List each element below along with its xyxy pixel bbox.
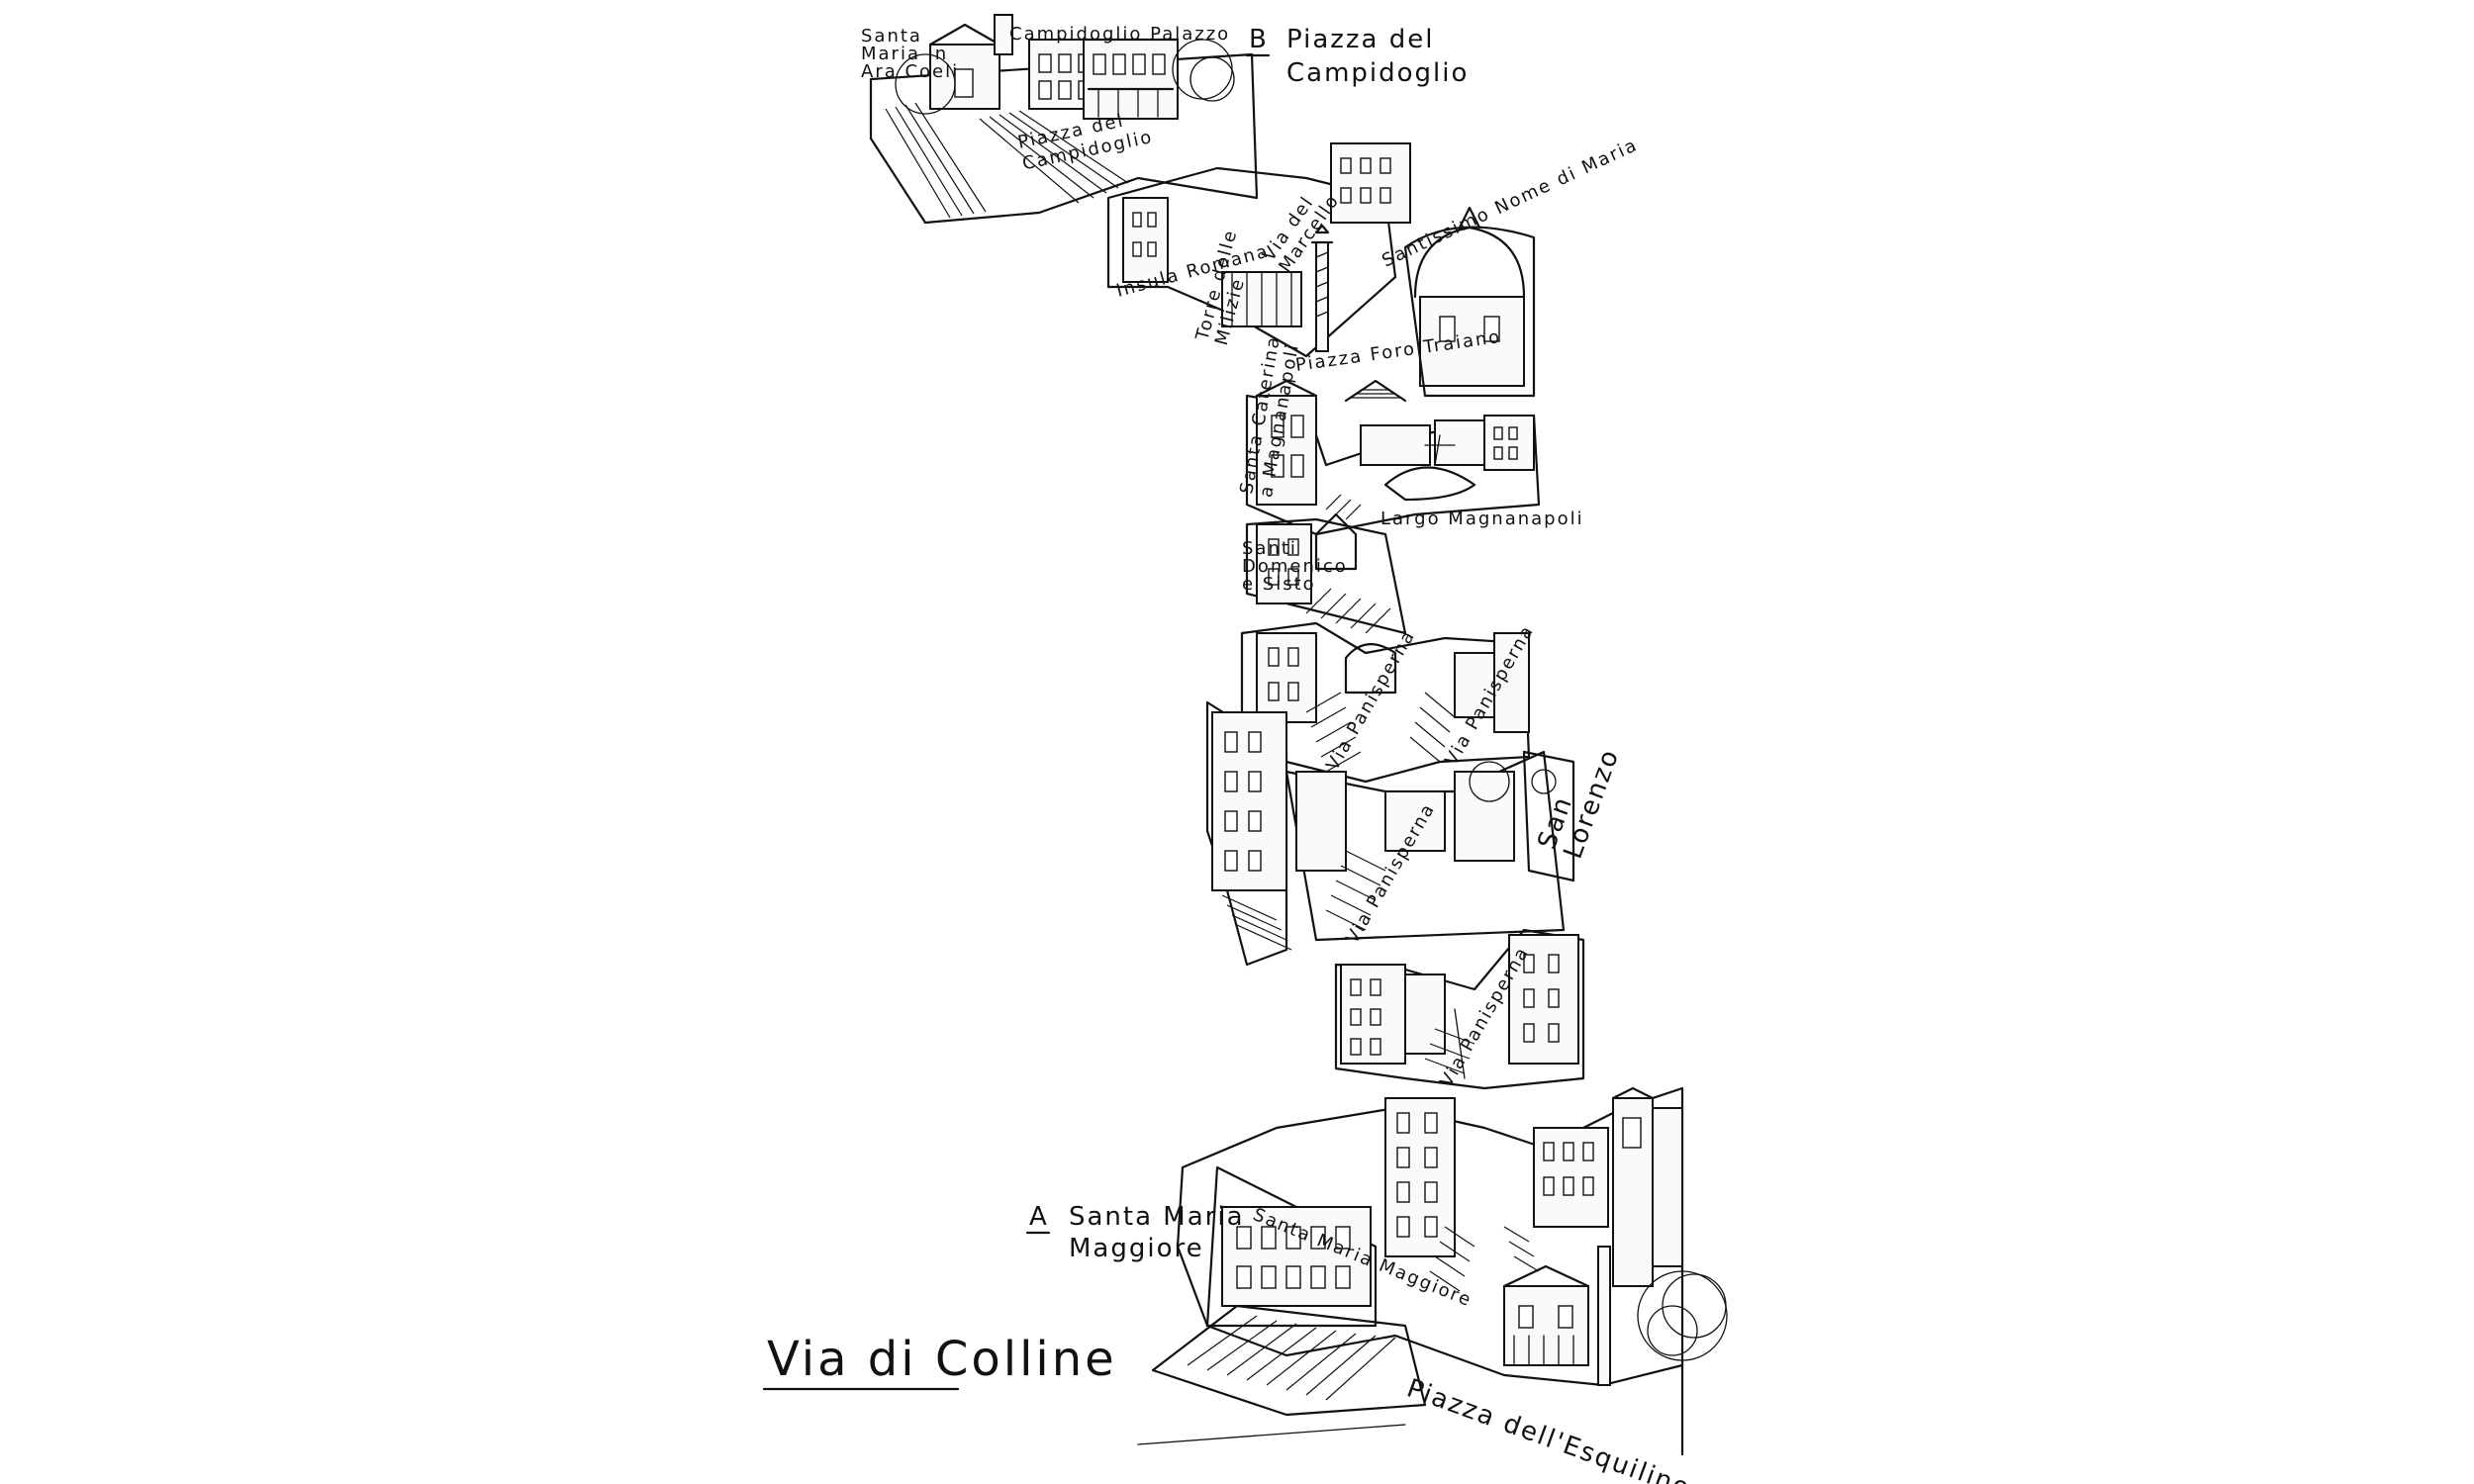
label-panisperna-1: Via Panisperna <box>1322 626 1419 775</box>
panel-foro-traiano <box>1106 142 1536 398</box>
panel-domenico-sisto <box>1245 512 1407 635</box>
label-campidoglio-top: Campidoglio Palazzo <box>1009 24 1230 45</box>
start-marker-line-1: Santa Maria <box>1069 1202 1245 1232</box>
panel-panisperna-san-lorenzo <box>1205 700 1575 967</box>
end-marker-line-1: Piazza del <box>1286 25 1434 54</box>
label-piazza-esquilino: Piazza dell'Esquilino <box>1403 1373 1695 1484</box>
panel-panisperna-lower <box>1334 928 1585 1090</box>
start-marker-letter: A <box>1029 1202 1049 1232</box>
start-marker-line-2: Maggiore <box>1069 1234 1204 1263</box>
label-marcello-group: Via del Marcello <box>1259 190 1344 276</box>
label-aracoeli-3: Ara Coeli <box>861 61 959 82</box>
end-marker-line-2: Campidoglio <box>1286 58 1469 88</box>
panel-panisperna-upper <box>1240 621 1531 784</box>
label-domenico-1: Santi <box>1242 538 1297 559</box>
panel-magnanapoli <box>1245 379 1541 536</box>
panel-campidoglio <box>869 14 1259 225</box>
end-marker-letter: B <box>1249 25 1269 54</box>
label-aracoeli-2: Maria in <box>861 44 948 64</box>
drawing-title: Via di Colline <box>767 1332 1117 1387</box>
label-aracoeli-1: Santa <box>861 26 922 46</box>
label-panisperna-1-group: Via Panisperna <box>1322 626 1419 775</box>
label-domenico-3: e Sisto <box>1242 574 1316 595</box>
label-esquilino-group: Piazza dell'Esquilino <box>1403 1373 1695 1484</box>
label-domenico-2: Domenico <box>1242 556 1348 577</box>
label-largo-magnanapoli: Largo Magnanapoli <box>1380 509 1584 529</box>
label-san-lorenzo-group: San Lorenzo <box>1532 745 1625 863</box>
panel-santa-maria-maggiore <box>1137 1086 1728 1456</box>
